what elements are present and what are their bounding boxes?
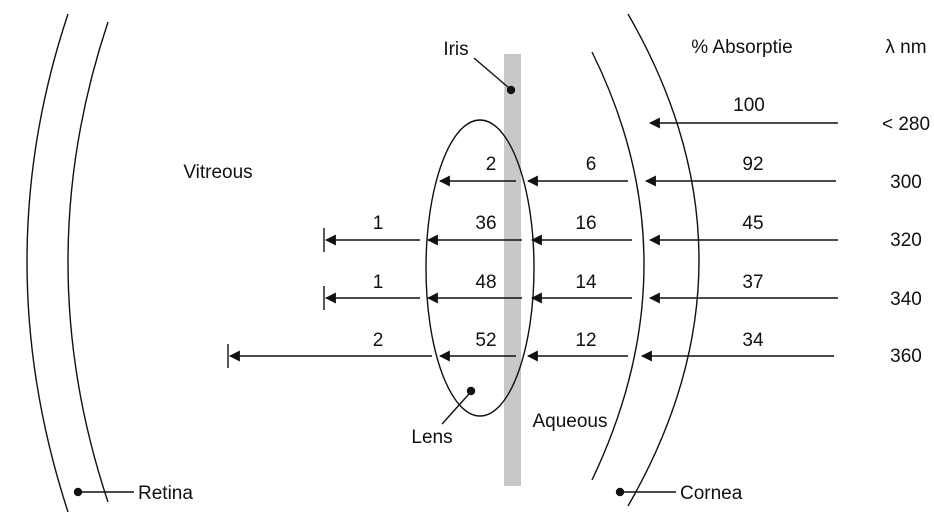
row-4-vitreous-value: 2 bbox=[373, 330, 384, 351]
cornea-inner-curve bbox=[591, 51, 645, 481]
row-2-cornea-value: 45 bbox=[742, 213, 763, 234]
row-2-vitreous-value: 1 bbox=[373, 213, 384, 234]
row-1-lens-value: 2 bbox=[486, 154, 497, 175]
lens-leader-line bbox=[441, 393, 470, 425]
lens-ellipse bbox=[425, 119, 535, 417]
row-4-wavelength: 360 bbox=[890, 346, 922, 367]
cornea-label: Cornea bbox=[680, 483, 743, 504]
row-4-aqueous-value: 12 bbox=[575, 330, 596, 351]
row-4-lens-value: 52 bbox=[475, 330, 496, 351]
iris-leader-dot bbox=[506, 85, 516, 95]
wavelength-header: λ nm bbox=[885, 37, 926, 58]
row-0-wavelength: < 280 bbox=[882, 114, 930, 135]
row-2-aqueous-value: 16 bbox=[575, 213, 596, 234]
iris-label: Iris bbox=[443, 39, 468, 60]
cornea-outer-curve bbox=[627, 13, 700, 507]
row-2-wavelength: 320 bbox=[890, 230, 922, 251]
retina-inner-curve bbox=[67, 21, 109, 503]
aqueous-label: Aqueous bbox=[532, 411, 607, 432]
row-1-cornea-value: 92 bbox=[742, 154, 763, 175]
row-2-lens-value: 36 bbox=[475, 213, 496, 234]
row-1-wavelength: 300 bbox=[890, 172, 922, 193]
row-3-vitreous-value: 1 bbox=[373, 272, 384, 293]
retina-leader-dot bbox=[73, 487, 83, 497]
row-3-cornea-value: 37 bbox=[742, 272, 763, 293]
retina-label: Retina bbox=[138, 483, 193, 504]
row-3-aqueous-value: 14 bbox=[575, 272, 597, 293]
row-0-cornea-value: 100 bbox=[733, 95, 765, 116]
vitreous-label: Vitreous bbox=[183, 162, 252, 183]
lens-label: Lens bbox=[411, 427, 452, 448]
lens-leader-dot bbox=[466, 386, 476, 396]
cornea-leader-dot bbox=[615, 487, 625, 497]
absorption-header: % Absorptie bbox=[691, 37, 792, 58]
iris-leader-line bbox=[473, 57, 510, 89]
row-3-wavelength: 340 bbox=[890, 289, 922, 310]
row-1-aqueous-value: 6 bbox=[586, 154, 597, 175]
retina-outer-curve bbox=[26, 13, 69, 513]
row-3-lens-value: 48 bbox=[475, 272, 496, 293]
iris-bar bbox=[504, 54, 521, 486]
row-4-cornea-value: 34 bbox=[742, 330, 764, 351]
